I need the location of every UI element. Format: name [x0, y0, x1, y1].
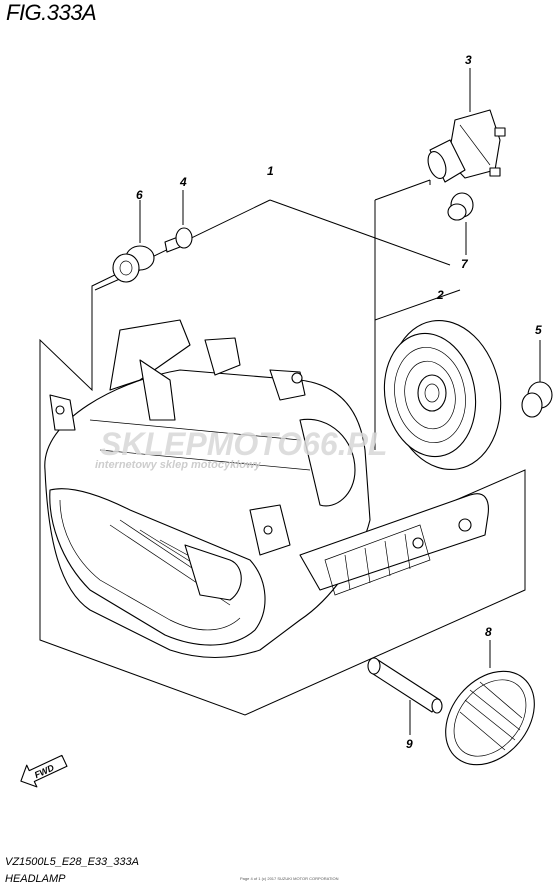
watermark-tagline: internetowy sklep motocyklowy: [95, 459, 262, 471]
footer-small-print: Page 4 of 1 (c) 2017 SUZUKI MOTOR CORPOR…: [240, 876, 339, 881]
callout-9: 9: [406, 737, 413, 751]
frame-edge-top: [269, 199, 451, 266]
callout-2: 2: [436, 288, 444, 302]
callout-7: 7: [461, 257, 469, 271]
footer-model-code: VZ1500L5_E28_E33_333A: [5, 856, 139, 868]
part-4-screw: [164, 227, 193, 253]
callout-6: 6: [136, 188, 143, 202]
part-6-grommet: [112, 245, 155, 283]
callout-5: 5: [535, 323, 542, 337]
callout-8: 8: [485, 625, 492, 639]
assembly-frame: [39, 199, 526, 716]
frame-edge-bulb: [374, 179, 431, 201]
forward-arrow-icon: FWD: [20, 754, 68, 788]
figure-title: FIG.333A: [6, 0, 97, 25]
part-3-bulb: [427, 109, 506, 183]
part-9-stud: [367, 657, 443, 714]
footer-part-name: HEADLAMP: [5, 873, 66, 885]
headlamp-bracket: [299, 493, 489, 596]
part-2-socket: [383, 319, 502, 471]
headlamp-housing: [44, 319, 371, 659]
callout-1: 1: [267, 164, 274, 178]
part-8-reflector: [445, 670, 535, 766]
leader-socket: [374, 289, 461, 321]
part-7-grommet: [447, 192, 474, 221]
callout-3: 3: [465, 53, 472, 67]
watermark-brand: SKLEPMOTO66.PL: [100, 426, 387, 462]
callout-4: 4: [179, 175, 187, 189]
part-5-grommet: [521, 381, 553, 418]
